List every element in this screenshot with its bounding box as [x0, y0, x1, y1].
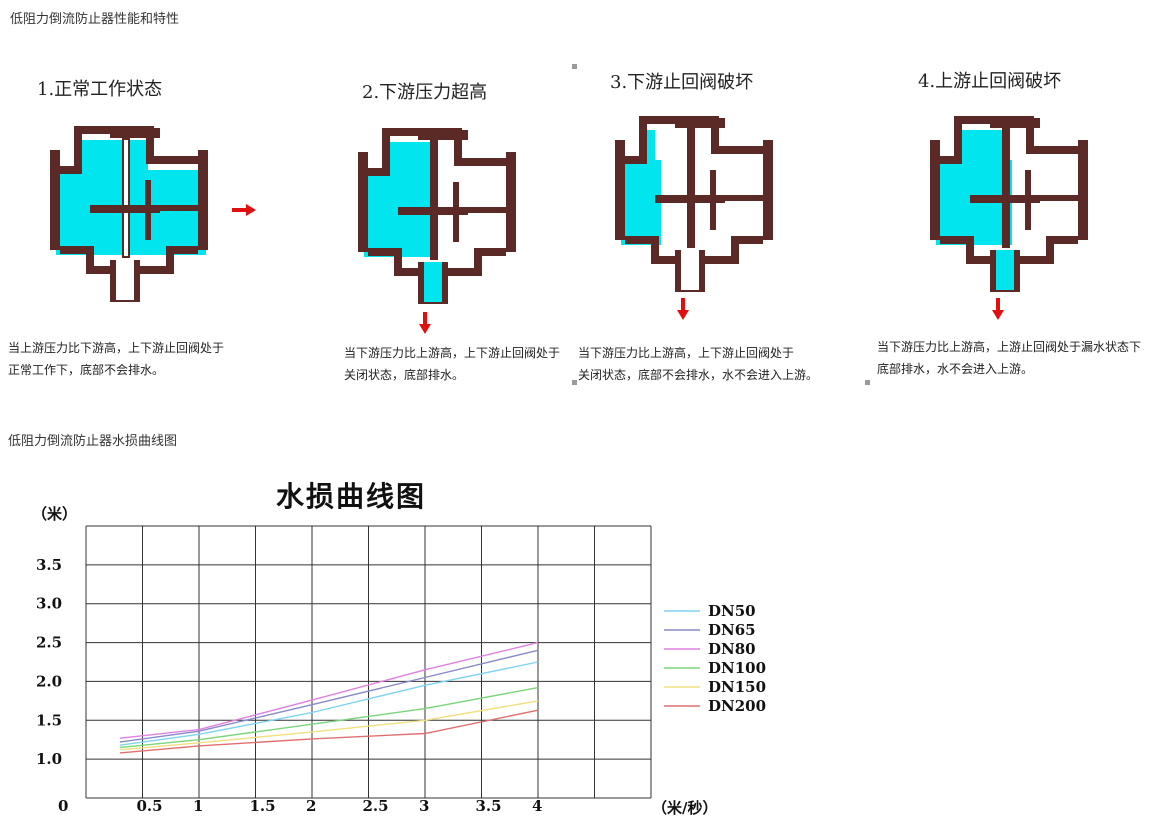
panel-title-normal: 1.正常工作状态	[37, 79, 163, 100]
x-tick-label: 2	[306, 797, 316, 815]
y-tick-label: 1.0	[36, 750, 62, 768]
section-title-performance: 低阻力倒流防止器性能和特性	[10, 12, 180, 27]
x-tick-label: 1.5	[250, 797, 276, 815]
panel-title-upstream-check-broken: 4.上游止回阀破坏	[918, 71, 1062, 92]
y-axis-tick-labels: 1.0 1.5 2.0 2.5 3.0 3.5	[36, 556, 62, 768]
valve-diagram-downstream-check-broken	[615, 116, 773, 292]
legend-label: DN50	[708, 602, 756, 620]
image-marker	[572, 380, 577, 385]
legend-label: DN100	[708, 659, 766, 677]
image-marker	[572, 64, 577, 69]
x-tick-label: 3.5	[476, 797, 502, 815]
desc-line: 当下游压力比上游高，上游止回阀处于漏水状态下	[877, 340, 1142, 354]
drain-arrow-down	[992, 298, 1004, 320]
x-tick-label: 1	[193, 797, 203, 815]
y-tick-label: 3.5	[36, 556, 62, 574]
desc-line: 当下游压力比上游高，上下游止回阀处于	[344, 346, 561, 360]
legend-label: DN65	[708, 621, 756, 639]
drain-arrow-down	[677, 298, 689, 320]
y-axis-label: （米）	[32, 505, 77, 523]
panel-title-downstream-high: 2.下游压力超高	[362, 82, 488, 103]
panel-desc-downstream-check-broken: 当下游压力比上游高，上下游止回阀处于 关闭状态，底部不会排水，水不会进入上游。	[578, 342, 818, 386]
drain-arrow-down	[419, 312, 431, 334]
flow-arrow-right	[232, 204, 256, 216]
series-line-dn150	[119, 700, 539, 751]
panel-desc-normal: 当上游压力比下游高，上下游止回阀处于 正常工作下，底部不会排水。	[8, 337, 224, 381]
image-marker	[865, 380, 870, 385]
legend-label: DN150	[708, 678, 766, 696]
desc-line: 关闭状态，底部排水。	[344, 368, 465, 382]
series-line-dn80	[119, 641, 539, 739]
valve-diagram-normal	[50, 126, 208, 302]
series-line-dn50	[119, 661, 539, 746]
x-tick-label: 4	[532, 797, 542, 815]
y-tick-label: 3.0	[36, 595, 62, 613]
x-axis-tick-labels: 0.5 1 1.5 2 2.5 3 3.5 4	[137, 797, 543, 815]
desc-line: 底部排水，水不会进入上游。	[877, 362, 1034, 376]
x-tick-label: 0.5	[137, 797, 163, 815]
x-tick-label: 2.5	[363, 797, 389, 815]
valve-diagram-downstream-high	[358, 128, 516, 304]
legend-label: DN80	[708, 640, 756, 658]
series-line-dn65	[119, 649, 539, 743]
series-line-dn100	[119, 686, 539, 749]
chart-title: 水损曲线图	[276, 480, 427, 513]
desc-line: 正常工作下，底部不会排水。	[8, 363, 165, 377]
panel-title-downstream-check-broken: 3.下游止回阀破坏	[610, 72, 754, 93]
origin-label: 0	[58, 797, 68, 815]
legend-label: DN200	[708, 697, 766, 715]
y-tick-label: 1.5	[36, 711, 62, 729]
desc-line: 关闭状态，底部不会排水，水不会进入上游。	[578, 368, 819, 382]
y-tick-label: 2.0	[36, 672, 62, 690]
section-title-headloss: 低阻力倒流防止器水损曲线图	[8, 434, 178, 449]
x-tick-label: 3	[419, 797, 429, 815]
panel-desc-upstream-check-broken: 当下游压力比上游高，上游止回阀处于漏水状态下 底部排水，水不会进入上游。	[877, 336, 1141, 380]
desc-line: 当上游压力比下游高，上下游止回阀处于	[8, 341, 225, 355]
panel-desc-downstream-high: 当下游压力比上游高，上下游止回阀处于 关闭状态，底部排水。	[344, 342, 560, 386]
x-axis-label: （米/秒）	[652, 799, 717, 817]
chart-grid	[85, 525, 652, 799]
headloss-chart: 1.0 1.5 2.0 2.5 3.0 3.5 0.5 1 1.5 2 2.5 3 3.5 4 DN50…	[32, 505, 766, 817]
series-lines	[119, 641, 539, 754]
series-line-dn200	[119, 709, 539, 754]
y-tick-label: 2.5	[36, 634, 62, 652]
valve-diagram-upstream-check-broken	[930, 116, 1088, 292]
desc-line: 当下游压力比上游高，上下游止回阀处于	[578, 346, 795, 360]
